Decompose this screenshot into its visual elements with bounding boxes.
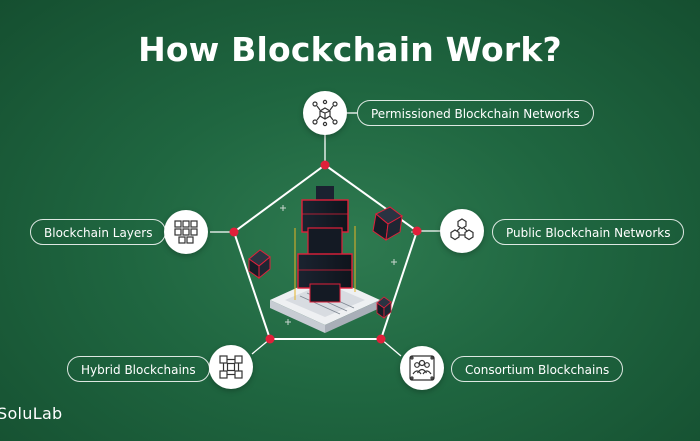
layered-blocks-icon — [164, 210, 208, 254]
vertex-dot-top — [320, 160, 330, 170]
blockchain-tower-illustration — [248, 186, 417, 333]
hybrid-chain-icon — [209, 345, 253, 389]
public-blockchain-label: Public Blockchain Networks — [492, 219, 685, 245]
permissioned-blockchain-label: Permissioned Blockchain Networks — [357, 100, 594, 126]
consortium-blockchains-label: Consortium Blockchains — [451, 356, 624, 382]
vertex-dot-bottom-left — [265, 334, 275, 344]
brand-logo-text: SoluLab — [0, 404, 63, 423]
network-cube-icon — [303, 91, 347, 135]
blockchain-layers-label: Blockchain Layers — [30, 219, 167, 245]
floating-cube-right — [372, 206, 403, 241]
vertex-dot-bottom-right — [376, 334, 386, 344]
hybrid-blockchains-label: Hybrid Blockchains — [67, 356, 210, 382]
page-title: How Blockchain Work? — [138, 30, 562, 69]
floating-cube-left — [248, 249, 271, 280]
floating-cube-bottom-right — [376, 296, 392, 319]
vertex-dot-left — [229, 227, 239, 237]
group-network-icon — [400, 346, 444, 390]
cube-cluster-icon — [440, 209, 484, 253]
vertex-dot-right — [412, 226, 422, 236]
